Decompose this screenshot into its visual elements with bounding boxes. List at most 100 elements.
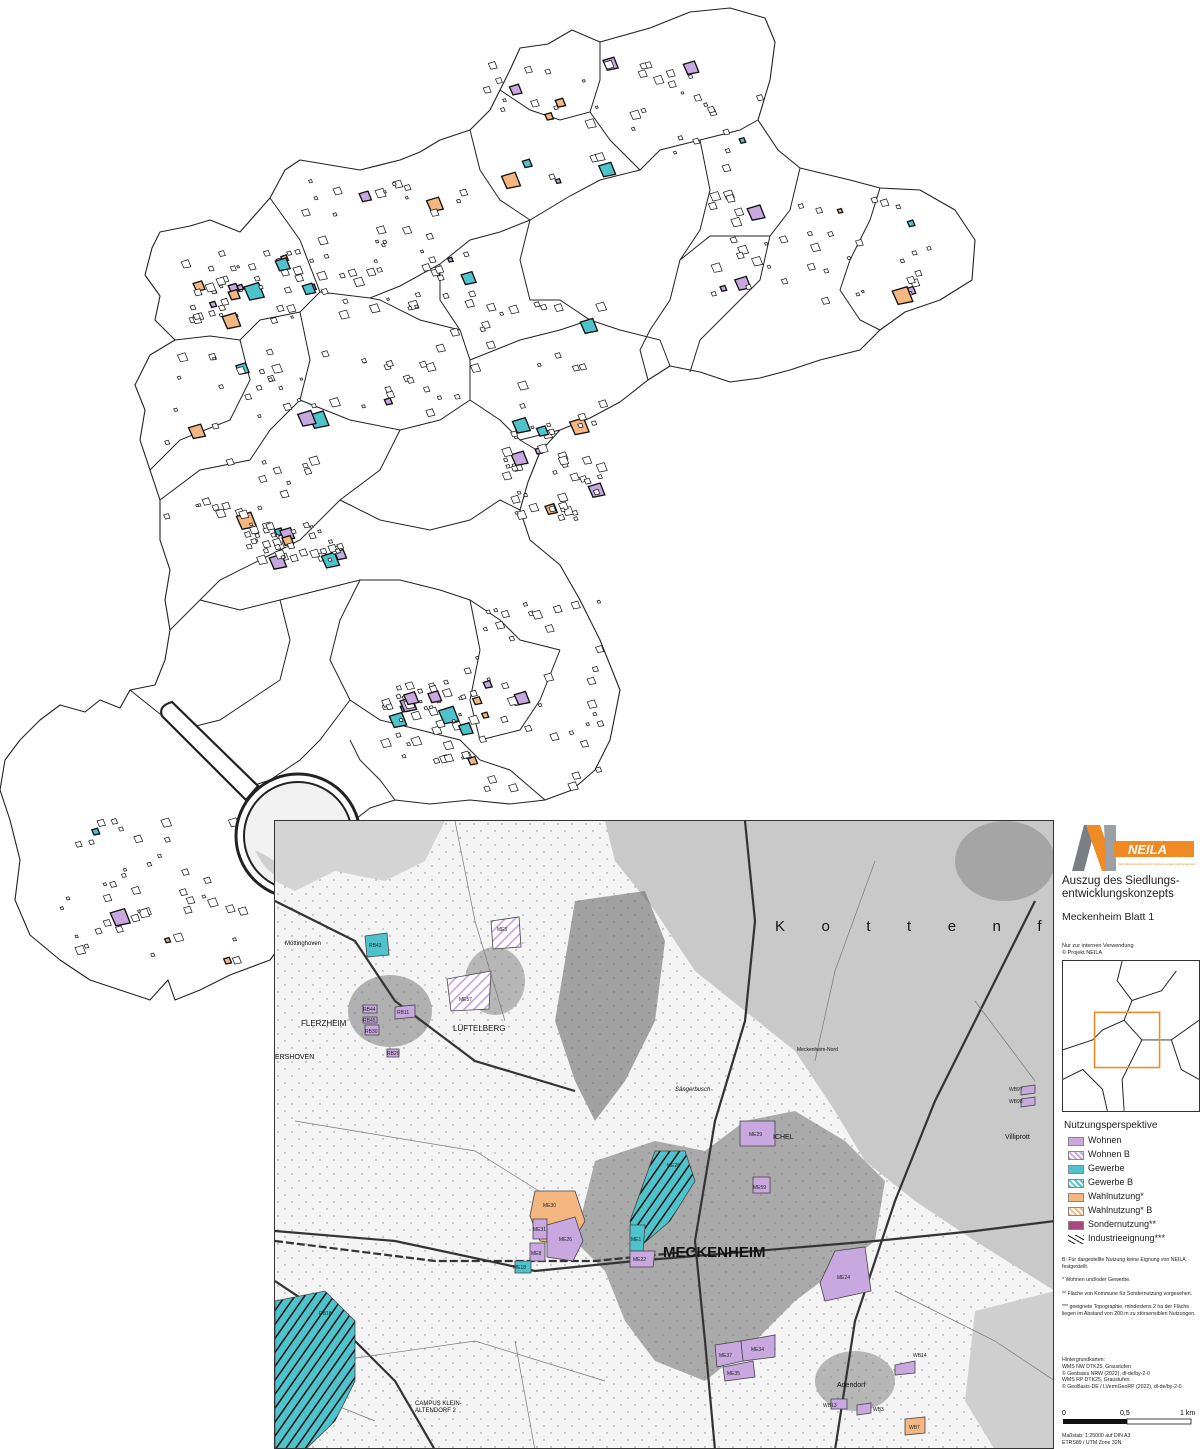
overview-parcel xyxy=(74,840,83,848)
label-WB3: WB3 xyxy=(873,1407,884,1413)
overview-parcel xyxy=(482,626,488,632)
overview-parcel xyxy=(361,358,368,364)
overview-parcel xyxy=(339,272,346,279)
overview-parcel xyxy=(590,420,598,426)
overview-parcel xyxy=(211,422,220,430)
overview-parcel xyxy=(571,771,582,780)
overview-parcel xyxy=(299,377,304,381)
area-ME18 xyxy=(514,1260,532,1274)
overview-parcel xyxy=(102,882,108,887)
overview-parcel xyxy=(88,839,95,845)
legend-item: Wohnen B xyxy=(1068,1148,1165,1162)
overview-parcel xyxy=(391,181,397,186)
overview-parcel xyxy=(595,301,608,312)
overview-parcel xyxy=(256,554,268,565)
overview-parcel xyxy=(499,311,505,316)
internal-use-note: Nur zur internen Verwendung © Projekt NE… xyxy=(1062,943,1134,957)
overview-parcel xyxy=(176,375,182,380)
legend-label: Industrieeignung*** xyxy=(1088,1233,1166,1244)
overview-parcel xyxy=(722,128,731,136)
overview-parcel xyxy=(579,739,590,748)
logo-tagline: Nachhaltige Entwicklung durch Interkommu… xyxy=(1118,862,1196,866)
overview-parcel xyxy=(301,282,317,296)
overview-parcel xyxy=(395,693,402,699)
overview-parcel xyxy=(707,105,716,114)
overview-parcel xyxy=(553,303,564,312)
overview-parcel xyxy=(494,620,506,630)
overview-parcel xyxy=(531,609,544,620)
overview-parcel xyxy=(203,876,212,884)
overview-parcel xyxy=(59,906,65,911)
overview-parcel xyxy=(457,721,474,736)
industrial-area xyxy=(555,891,665,1121)
overview-parcel xyxy=(425,196,445,213)
overview-parcel xyxy=(432,757,441,764)
overview-parcel xyxy=(220,297,230,306)
overview-parcel xyxy=(537,703,543,708)
overview-parcel xyxy=(275,534,280,538)
overview-parcel xyxy=(309,258,315,263)
overview-parcel xyxy=(724,148,731,154)
overview-parcel xyxy=(554,177,562,185)
scale-info: Maßstab: 1:25000 auf DIN A3 ETRS89 / UTM… xyxy=(1062,1433,1130,1447)
settlement-adendorf xyxy=(815,1351,895,1411)
overview-parcel xyxy=(522,602,529,607)
overview-parcel xyxy=(500,715,509,723)
overview-parcel xyxy=(204,282,217,293)
overview-parcel xyxy=(94,927,103,935)
overview-parcel xyxy=(258,284,264,290)
label-RB43: RB43 xyxy=(369,943,382,949)
scale-ratio: Maßstab: 1:25000 auf DIN A3 xyxy=(1062,1433,1131,1439)
overview-parcel xyxy=(257,414,262,418)
overview-parcel xyxy=(486,677,491,681)
overview-parcel xyxy=(899,258,906,264)
locator-map xyxy=(1062,960,1200,1112)
label-WB7: WB7 xyxy=(909,1425,920,1431)
legend-label: Gewerbe B xyxy=(1088,1177,1134,1188)
place-ershoven: ERSHOVEN xyxy=(275,1054,314,1061)
overview-parcel xyxy=(567,781,579,791)
overview-parcel xyxy=(914,269,923,277)
overview-parcel xyxy=(487,775,498,784)
overview-parcel xyxy=(118,826,125,832)
overview-parcel xyxy=(195,503,199,508)
overview-parcel xyxy=(906,275,916,285)
place-villiprott: Villiprott xyxy=(1005,1134,1030,1141)
scale-crs: ETRS89 / UTM Zone 32N xyxy=(1062,1439,1122,1446)
overview-parcel xyxy=(283,286,292,294)
overview-parcel xyxy=(273,543,282,550)
overview-parcel xyxy=(278,385,284,391)
note-b: B: Für dargestellte Nutzung keine Eignun… xyxy=(1062,1257,1186,1270)
label-ME29: ME29 xyxy=(749,1132,762,1138)
overview-parcel xyxy=(523,493,529,498)
overview-parcel xyxy=(427,690,443,704)
overview-parcel xyxy=(192,312,201,320)
overview-parcel xyxy=(733,207,745,217)
overview-parcel xyxy=(557,501,569,511)
overview-parcel xyxy=(577,422,584,429)
overview-parcel xyxy=(557,514,566,521)
overview-parcel xyxy=(225,458,235,466)
overview-parcel xyxy=(435,343,446,353)
overview-parcel xyxy=(90,827,101,836)
overview-parcel xyxy=(738,136,747,144)
note-sondernutzung: ** Fläche von Kommune für Sondernutzung … xyxy=(1062,1290,1193,1297)
overview-parcel xyxy=(303,467,313,475)
overview-parcel xyxy=(238,509,250,520)
overview-parcel xyxy=(247,262,257,271)
detail-map: ME30 ME31 ME26 ME29 ME22 ME24 ME37 ME34 … xyxy=(274,820,1054,1449)
legend-swatch xyxy=(1068,1220,1084,1230)
overview-parcel xyxy=(115,925,124,933)
label-ME5: ME5 xyxy=(497,927,508,933)
overview-parcel xyxy=(332,186,343,196)
label-WB97: WB97 xyxy=(1009,1087,1023,1093)
place-lueftelberg: LÜFTELBERG xyxy=(453,1024,505,1033)
label-WB14: WB14 xyxy=(913,1353,927,1359)
overview-parcel xyxy=(109,907,132,927)
overview-parcel xyxy=(327,539,334,544)
overview-parcel xyxy=(427,706,439,716)
label-ME34: ME34 xyxy=(751,1347,764,1353)
overview-parcel xyxy=(425,232,434,240)
overview-parcel xyxy=(235,366,246,375)
overview-parcel xyxy=(543,672,555,682)
